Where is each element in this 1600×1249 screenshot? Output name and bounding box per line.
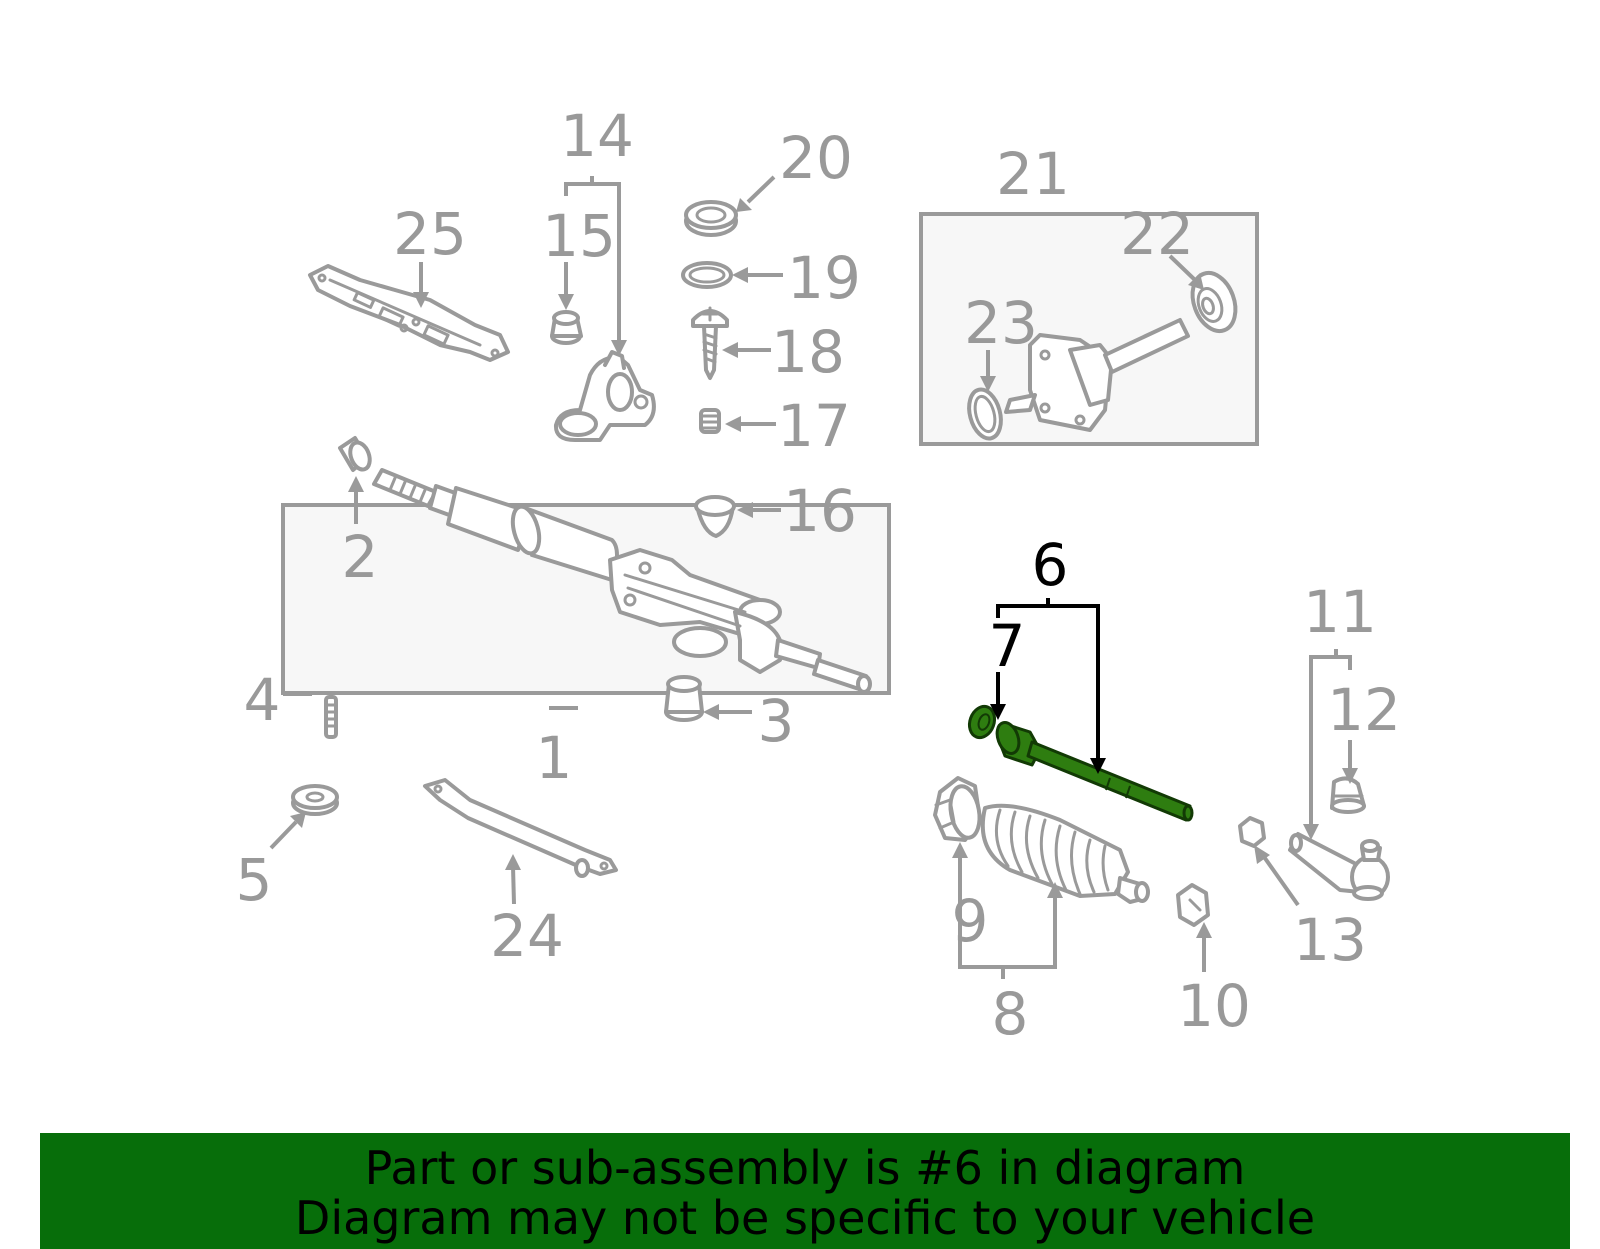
part-4-stud [324,695,338,739]
callout-5: 5 [236,846,273,914]
callout-6: 6 [1032,531,1069,599]
banner-line-disclaimer: Diagram may not be specific to your vehi… [294,1191,1316,1245]
callout-25: 25 [393,200,467,268]
callout-10: 10 [1177,972,1251,1040]
part-16-cap [694,495,736,538]
part-25-bracket [308,264,510,362]
callout-22: 22 [1120,200,1194,268]
part-11-tie-rod-end [1288,832,1390,901]
callout-2: 2 [342,523,379,591]
part-13-nut [1238,816,1266,848]
part-23-oring [967,387,1003,441]
callout-19: 19 [787,244,861,312]
callout-8: 8 [992,980,1029,1048]
callout-20: 20 [779,124,853,192]
callout-14: 14 [560,102,634,170]
callout-17: 17 [777,392,851,460]
callout-4: 4 [244,666,281,734]
part-24-bar [423,778,618,878]
part-2-bushing [338,436,372,472]
part-9-clamp [933,776,982,842]
part-15-bushing [550,310,583,345]
part-5-washer [291,784,339,816]
callout-7: 7 [989,612,1026,680]
callout-16: 16 [783,477,857,545]
callout-9: 9 [952,887,989,955]
part-3-bushing [664,675,704,722]
part-8-boot [980,803,1150,904]
callout-1: 1 [536,724,573,792]
callout-24: 24 [490,902,564,970]
part-19-oring [681,261,733,289]
part-14-housing [553,350,656,442]
part-12-cap [1330,776,1366,814]
banner-line-part: Part or sub-assembly is #6 in diagram [364,1141,1246,1195]
part-21-valve-assembly [1004,318,1190,432]
callout-18: 18 [771,318,845,386]
part-1-steering-rack [372,468,872,694]
part-17-plug [699,408,721,434]
callout-labels: 1 2 3 4 5 6 7 8 9 10 11 12 13 14 15 16 1… [236,102,1401,1048]
part-6-inner-tie-rod-highlight [995,721,1194,822]
info-banner: Part or sub-assembly is #6 in diagram Di… [40,1133,1570,1249]
callout-23: 23 [964,289,1038,357]
callout-21: 21 [996,140,1070,208]
part-18-screw [691,306,729,380]
callout-11: 11 [1303,578,1377,646]
callout-3: 3 [758,687,795,755]
callout-15: 15 [542,202,616,270]
part-20-seal [684,200,738,237]
part-10-nut [1176,883,1210,927]
callout-12: 12 [1327,676,1401,744]
part-7-washer-highlight [967,704,997,740]
callout-13: 13 [1293,906,1367,974]
leader-lines [269,175,1358,979]
